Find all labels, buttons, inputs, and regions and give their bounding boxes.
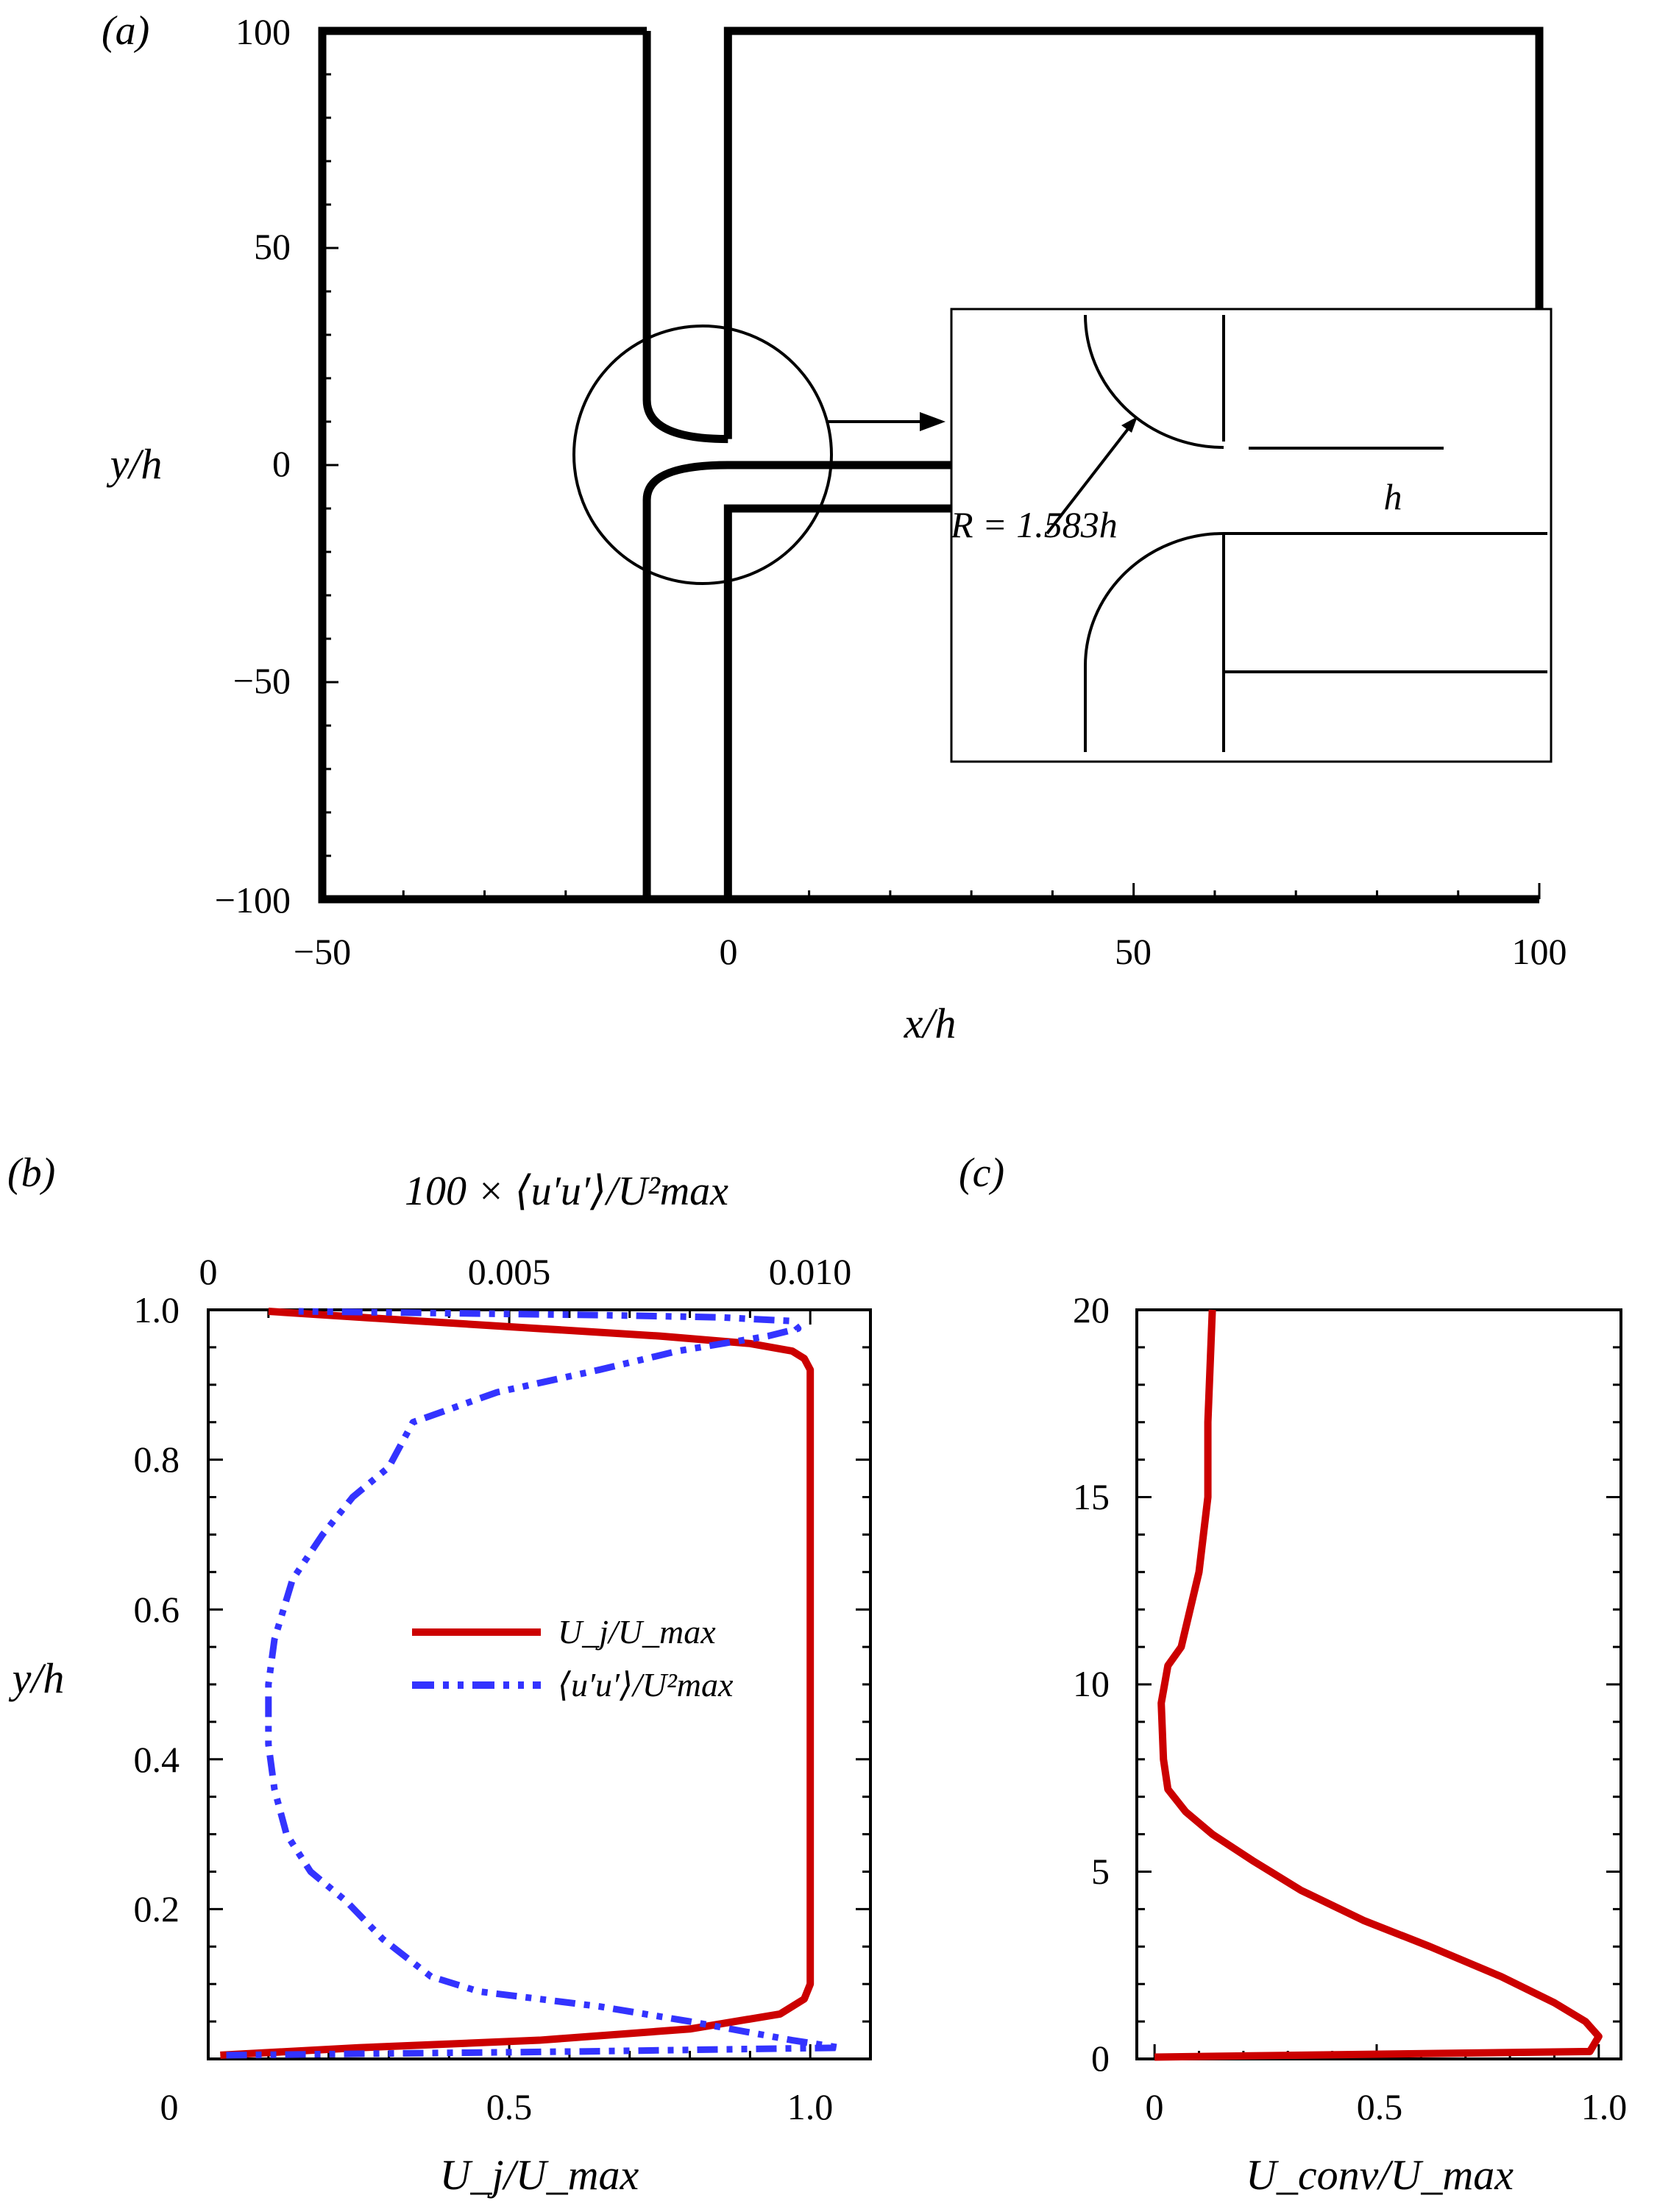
series-convective-velocity xyxy=(1154,1309,1603,2061)
domain-slot-left-upper xyxy=(642,31,728,444)
panel-a-ytick-m100: −100 xyxy=(215,879,291,921)
panel-b-ytick-06: 0.6 xyxy=(134,1589,180,1630)
panel-a-xtick-100: 100 xyxy=(1512,931,1567,972)
panel-b-ytick-10: 1.0 xyxy=(134,1289,180,1330)
panel-b-top-xtick-0005: 0.005 xyxy=(468,1251,551,1292)
panel-c-xtick-10: 1.0 xyxy=(1581,2086,1628,2127)
zoom-arrowhead-icon xyxy=(920,412,946,431)
panel-a-ytick-0: 0 xyxy=(272,443,291,484)
panel-c-xlabel: U_conv/U_max xyxy=(1246,2151,1514,2199)
series-reynolds-stress xyxy=(226,1308,844,2059)
panel-a-xtick-0: 0 xyxy=(720,931,738,972)
panel-a-ylabel: y/h xyxy=(107,440,163,488)
panel-b-xlabel: U_j/U_max xyxy=(440,2151,639,2199)
panel-a-ytick-100: 100 xyxy=(235,11,291,52)
domain-outer-boundary xyxy=(318,26,1539,904)
panel-a-domain-geometry xyxy=(318,26,1544,904)
inset-width-label: h xyxy=(1384,476,1402,517)
panel-b-legend: U_j/U_max ⟨u′u′⟩/U²max xyxy=(412,1613,734,1704)
panel-c-ytick-15: 15 xyxy=(1073,1476,1110,1517)
panel-c-tag: (c) xyxy=(959,1150,1004,1196)
panel-b-ylabel: y/h xyxy=(9,1654,65,1702)
domain-slot-right-lower xyxy=(723,504,956,899)
domain-slot-left-lower xyxy=(642,461,956,899)
panel-a-xlabel: x/h xyxy=(904,999,957,1047)
panel-c-xtick-05: 0.5 xyxy=(1357,2086,1403,2127)
zoom-circle xyxy=(572,325,833,585)
panel-c-ytick-10: 10 xyxy=(1073,1663,1110,1704)
panel-b-series xyxy=(220,1308,844,2059)
inset-frame xyxy=(950,308,1553,763)
panel-c-ytick-0: 0 xyxy=(1091,2038,1110,2079)
panel-b-top-xtick-0010: 0.010 xyxy=(769,1251,852,1292)
panel-c-xtick-0: 0 xyxy=(1146,2086,1164,2127)
panel-b-ytick-08: 0.8 xyxy=(134,1439,180,1480)
panel-b-xtick-10: 1.0 xyxy=(787,2086,834,2127)
inset-radius-label: R = 1.583h xyxy=(950,504,1118,545)
panel-a-xtick-m50: −50 xyxy=(294,931,351,972)
panel-b-tag: (b) xyxy=(7,1150,55,1196)
domain-slot-right-upper xyxy=(723,26,1544,439)
inset-radius-pointer xyxy=(1046,428,1129,535)
panel-a-tag: (a) xyxy=(102,8,149,54)
panel-b-axis-ticks xyxy=(208,1310,872,2059)
panel-c-series xyxy=(1154,1309,1603,2061)
panel-a-ytick-m50: −50 xyxy=(233,660,291,701)
panel-b-top-xtick-0: 0 xyxy=(199,1251,218,1292)
panel-b-top-xlabel: 100 × ⟨u′u′⟩/U²max xyxy=(405,1169,728,1214)
inset-pointer-arrowhead-icon xyxy=(1121,416,1138,433)
panel-b-ytick-04: 0.4 xyxy=(134,1739,180,1780)
panel-a-ytick-50: 50 xyxy=(254,226,291,267)
panel-a-inset: R = 1.583h h xyxy=(950,308,1553,763)
legend-label-mean: U_j/U_max xyxy=(558,1613,716,1651)
panel-c-ytick-5: 5 xyxy=(1091,1851,1110,1892)
series-mean-velocity xyxy=(220,1308,815,2059)
panel-b-ytick-02: 0.2 xyxy=(134,1888,180,1929)
inset-lower-fillet xyxy=(1084,532,1547,752)
panel-c-ytick-20: 20 xyxy=(1073,1289,1110,1330)
inset-upper-fillet xyxy=(1084,314,1224,449)
panel-b-xtick-05: 0.5 xyxy=(486,2086,533,2127)
legend-label-stress: ⟨u′u′⟩/U²max xyxy=(558,1666,734,1704)
panel-a-xtick-50: 50 xyxy=(1115,931,1152,972)
panel-b-ytick-0: 0 xyxy=(160,2086,179,2127)
